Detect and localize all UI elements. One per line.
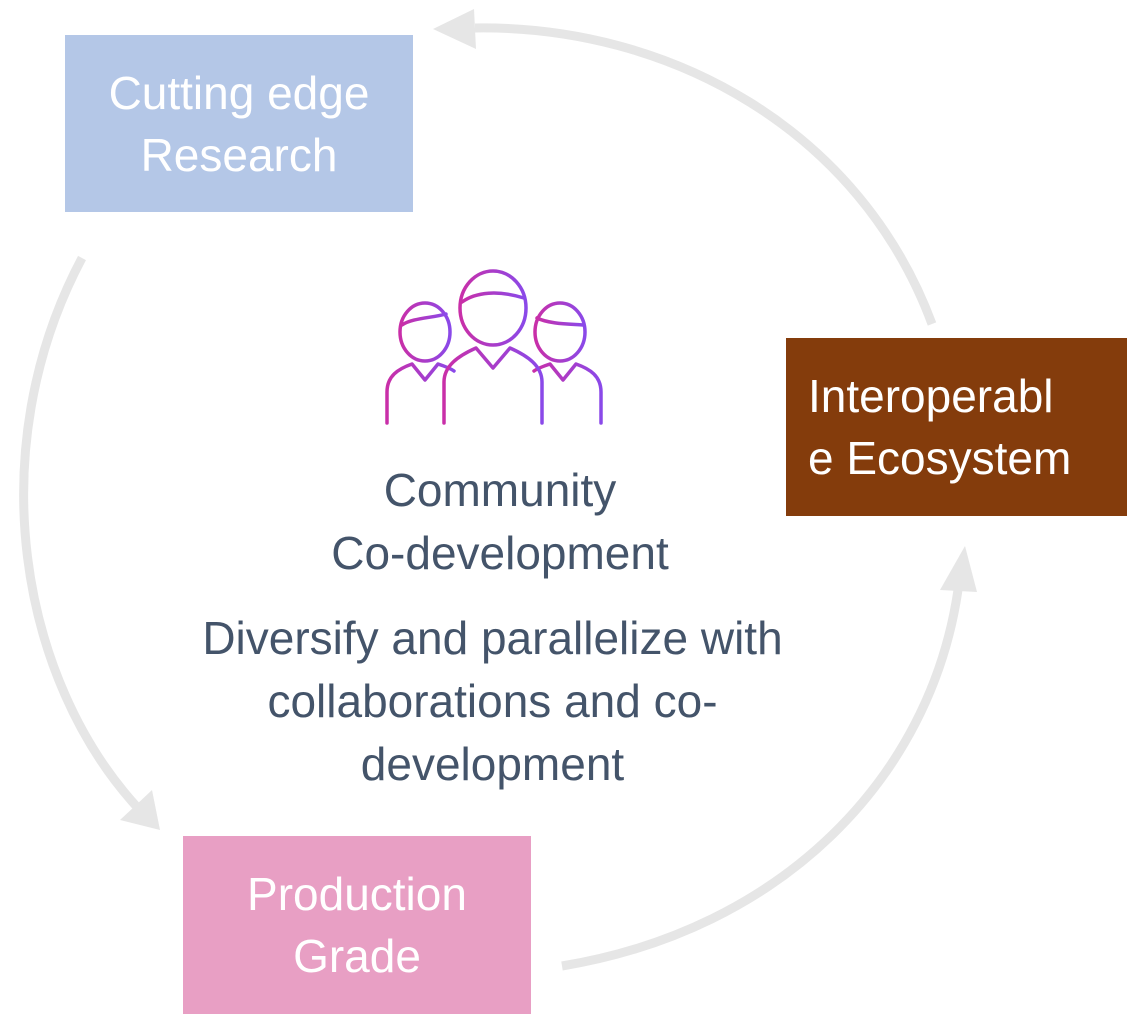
node-label-line: Production <box>247 868 467 920</box>
node-label-line: Interoperabl <box>808 370 1054 422</box>
node-interoperable-ecosystem: Interoperabl e Ecosystem <box>786 338 1127 516</box>
center-title-line: Community <box>383 464 617 516</box>
node-label-line: Cutting edge <box>108 66 370 119</box>
arrow-ecosystem-to-research <box>474 23 937 326</box>
center-description-line: collaborations and co- <box>267 675 718 727</box>
arrowhead-ecosystem <box>940 546 977 592</box>
arrowhead-research <box>433 9 476 49</box>
arrow-research-to-production <box>19 255 142 812</box>
arrow-production-to-ecosystem <box>561 589 963 971</box>
center-description-line: Diversify and parallelize with <box>202 612 783 664</box>
node-label-line: e Ecosystem <box>808 432 1072 484</box>
node-production-grade: Production Grade <box>183 836 531 1014</box>
people-group-icon <box>385 269 603 425</box>
center-title: Community Co-development <box>250 459 750 585</box>
center-title-line: Co-development <box>331 527 669 579</box>
node-label-line: Research <box>140 128 338 181</box>
node-label-line: Grade <box>293 930 421 982</box>
center-description: Diversify and parallelize with collabora… <box>130 607 855 796</box>
node-cutting-edge-research: Cutting edge Research <box>65 35 413 212</box>
center-description-line: development <box>360 738 625 790</box>
arrowhead-production <box>120 790 160 830</box>
